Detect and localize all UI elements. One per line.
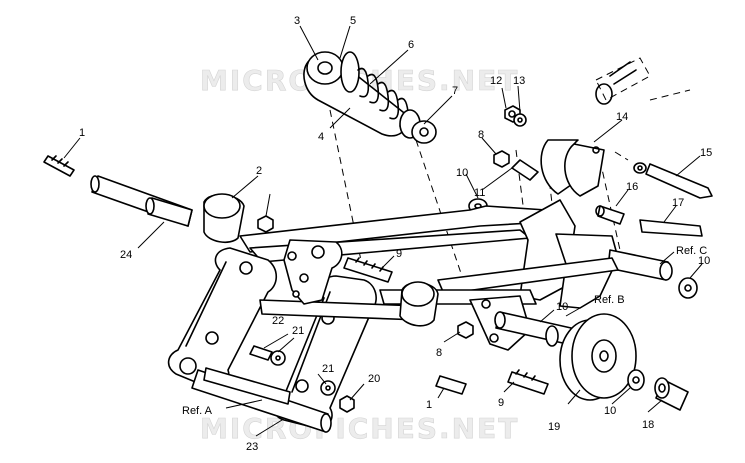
bolt-1-left — [43, 155, 75, 177]
callout-3: 3 — [294, 15, 300, 27]
callout-6: 6 — [408, 39, 414, 51]
washer-21-upper — [270, 350, 286, 366]
callout-10-left: 10 — [456, 167, 468, 179]
bushing-2 — [203, 193, 245, 244]
callout-12: 12 — [490, 75, 502, 87]
callout-15: 15 — [700, 147, 712, 159]
screw-22 — [249, 345, 273, 361]
shock-top-eye — [306, 51, 344, 85]
shock-absorber — [303, 51, 437, 144]
callout-24: 24 — [120, 249, 132, 261]
hardware-center — [249, 215, 549, 413]
callout-14: 14 — [616, 111, 628, 123]
idler-wheel-19 — [559, 313, 637, 401]
left-axle-hardware — [43, 155, 193, 227]
ref-c-label: Ref. C — [676, 245, 707, 257]
washer-10-right — [678, 277, 698, 299]
callout-21-lower: 21 — [322, 363, 334, 375]
callout-1-top: 1 — [79, 127, 85, 139]
callout-5: 5 — [350, 15, 356, 27]
callout-21-upper: 21 — [292, 325, 304, 337]
callout-18: 18 — [642, 419, 654, 431]
callout-16: 16 — [626, 181, 638, 193]
bolt-9-lower — [507, 371, 549, 395]
callout-9-upper: 9 — [396, 248, 402, 260]
callout-8-upper: 8 — [478, 129, 484, 141]
washer-21-lower — [320, 380, 336, 396]
callout-23: 23 — [246, 441, 258, 453]
callout-8-lower: 8 — [436, 347, 442, 359]
bolt-1-lower — [435, 375, 467, 395]
callout-2: 2 — [256, 165, 262, 177]
bolt-9-upper — [343, 257, 393, 283]
callout-7: 7 — [452, 85, 458, 97]
callout-11: 11 — [474, 187, 485, 199]
callout-1-lower: 1 — [426, 399, 432, 411]
callout-17: 17 — [672, 197, 684, 209]
bolt-17 — [639, 219, 703, 237]
wheel-spacers — [627, 369, 689, 411]
shock-bottom-eye — [411, 120, 437, 144]
spring-collar — [340, 51, 360, 93]
ref-a-label: Ref. A — [182, 405, 213, 417]
callout-22: 22 — [272, 315, 284, 327]
pivot-bracket-14 — [540, 139, 605, 197]
idler-axle-ref-b — [494, 311, 581, 347]
ref-b-label: Ref. B — [594, 294, 625, 306]
leader-lines — [63, 25, 703, 437]
callout-19: 19 — [548, 421, 560, 433]
callout-10-center: 10 — [556, 301, 568, 313]
callout-20: 20 — [368, 373, 380, 385]
callout-9-lower: 9 — [498, 397, 504, 409]
callout-4: 4 — [318, 131, 324, 143]
hardware-right — [468, 105, 713, 299]
bolt-15 — [645, 163, 713, 199]
callout-13: 13 — [513, 75, 525, 87]
callout-10-bottom: 10 — [604, 405, 616, 417]
bushing-center — [399, 281, 439, 327]
callout-labels: 3 5 6 7 4 1 2 24 9 10 12 13 8 11 14 15 1… — [79, 15, 712, 453]
watermark-bottom: MICROFICHES.NET — [200, 412, 519, 445]
callout-10-right: 10 — [698, 255, 710, 267]
rear-suspension-frame — [167, 199, 673, 433]
shock-fragment-upper-right — [595, 57, 651, 105]
